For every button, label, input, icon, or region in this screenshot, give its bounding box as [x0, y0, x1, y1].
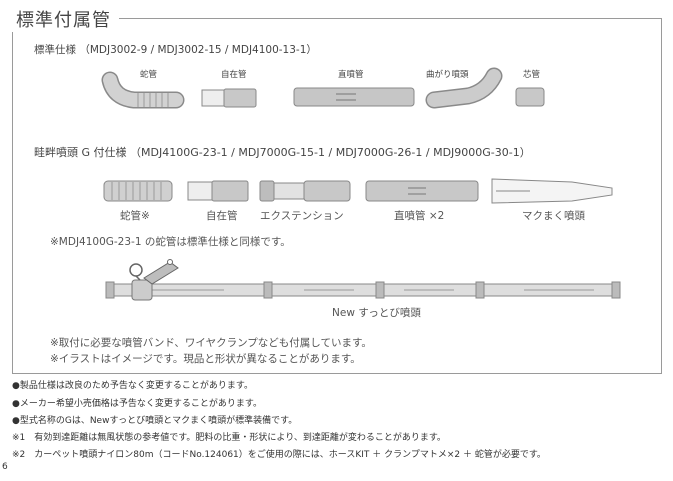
- footnote-price-change: ●メーカー希望小売価格は予告なく変更することがあります。: [12, 399, 262, 409]
- shinkan-illustration: [515, 87, 545, 107]
- standard-spec-heading: 標準仕様 （MDJ3002-9 / MDJ3002-15 / MDJ4100-1…: [34, 44, 317, 56]
- footnote-g-model: ●型式名称のGは、Newすっとび噴頭とマクまく噴頭が標準装備です。: [12, 416, 298, 426]
- part-label-shinkan: 芯管: [523, 70, 541, 80]
- sutto-funto-label: New すっとび噴頭: [332, 307, 421, 319]
- g-part-label-jizaikan: 自在管: [206, 210, 238, 222]
- part-label-jizaikan: 自在管: [221, 70, 247, 80]
- magari-funto-illustration: [425, 67, 503, 109]
- jizaikan-g-illustration: [187, 180, 249, 202]
- jakan-note: ※MDJ4100G-23-1 の蛇管は標準仕様と同様です。: [50, 236, 291, 248]
- sutto-funto-illustration: [105, 259, 621, 301]
- extension-illustration: [259, 180, 351, 202]
- section-title: 標準付属管: [8, 6, 119, 32]
- chokufunkan-g-illustration: [365, 180, 479, 202]
- attachment-note: ※取付に必要な噴管バンド、ワイヤクランプなども付属しています。: [50, 337, 372, 349]
- g-part-label-makumaku: マクまく噴頭: [522, 210, 585, 222]
- page-number: 6: [2, 462, 8, 472]
- accessories-frame: [12, 18, 662, 374]
- illustration-note: ※イラストはイメージです。現品と形状が異なることがあります。: [50, 353, 361, 365]
- jakan-g-illustration: [103, 180, 173, 202]
- g-part-label-extension: エクステンション: [260, 210, 344, 222]
- jakan-illustration: [101, 71, 185, 109]
- makumaku-funto-illustration: [491, 178, 613, 204]
- chokufunkan-illustration: [293, 87, 415, 107]
- part-label-jakan: 蛇管: [140, 70, 158, 80]
- g-part-label-jakan: 蛇管※: [120, 210, 150, 222]
- part-label-magari-funto: 曲がり噴頭: [426, 70, 469, 80]
- part-label-chokufunkan: 直噴管: [338, 70, 364, 80]
- footnote-carpet-nozzle: ※2 カーペット噴頭ナイロン80m（コードNo.124061）をご使用の際には、…: [12, 450, 546, 460]
- footnote-distance: ※1 有効到達距離は無風状態の参考値です。肥料の比重・形状により、到達距離が変わ…: [12, 433, 446, 443]
- g-part-label-chokufunkan: 直噴管 ×2: [394, 210, 445, 222]
- footnote-spec-change: ●製品仕様は改良のため予告なく変更することがあります。: [12, 381, 253, 391]
- jizaikan-illustration: [201, 88, 257, 108]
- g-spec-heading: 畦畔噴頭 G 付仕様 （MDJ4100G-23-1 / MDJ7000G-15-…: [34, 146, 531, 159]
